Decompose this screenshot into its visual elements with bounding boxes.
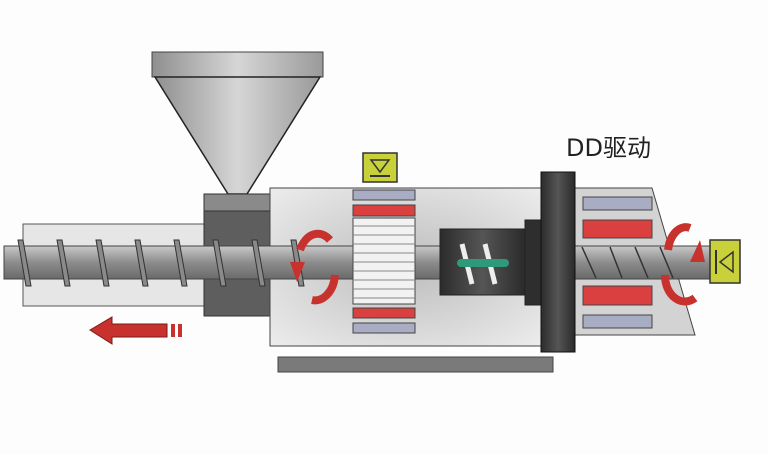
screw-flight (134, 239, 149, 287)
base-rail (277, 356, 554, 373)
screw-flight (212, 239, 227, 287)
screw-flight (56, 239, 71, 287)
spline-nut (439, 219, 543, 306)
ballscrew-threads (581, 246, 674, 279)
motor-bar-blue (582, 196, 653, 211)
stator-bar-red (352, 204, 416, 217)
dd-drive-label: DD驱动 (566, 134, 651, 162)
motor-flange (540, 171, 576, 353)
injection-direction-arrow-icon (89, 316, 182, 345)
screw-flight (17, 239, 32, 287)
hopper (151, 51, 324, 195)
sensor-indicator-right (709, 239, 741, 284)
motor-bar-red (582, 219, 653, 239)
screw-flight (173, 239, 188, 287)
screw-flight (251, 239, 266, 287)
stator-bar-red (352, 307, 416, 319)
motor-bar-red (582, 285, 653, 306)
stator-bar-blue (352, 322, 416, 334)
stator-bar-blue (352, 189, 416, 201)
screw-flight (95, 239, 110, 287)
motor-bar-blue (582, 314, 653, 329)
key (457, 259, 509, 267)
gear (352, 217, 416, 305)
sensor-indicator-top (362, 152, 398, 183)
rotation-arrow-icon (660, 223, 705, 306)
screw-flights (17, 239, 305, 287)
rotation-arrow-icon (290, 229, 339, 305)
